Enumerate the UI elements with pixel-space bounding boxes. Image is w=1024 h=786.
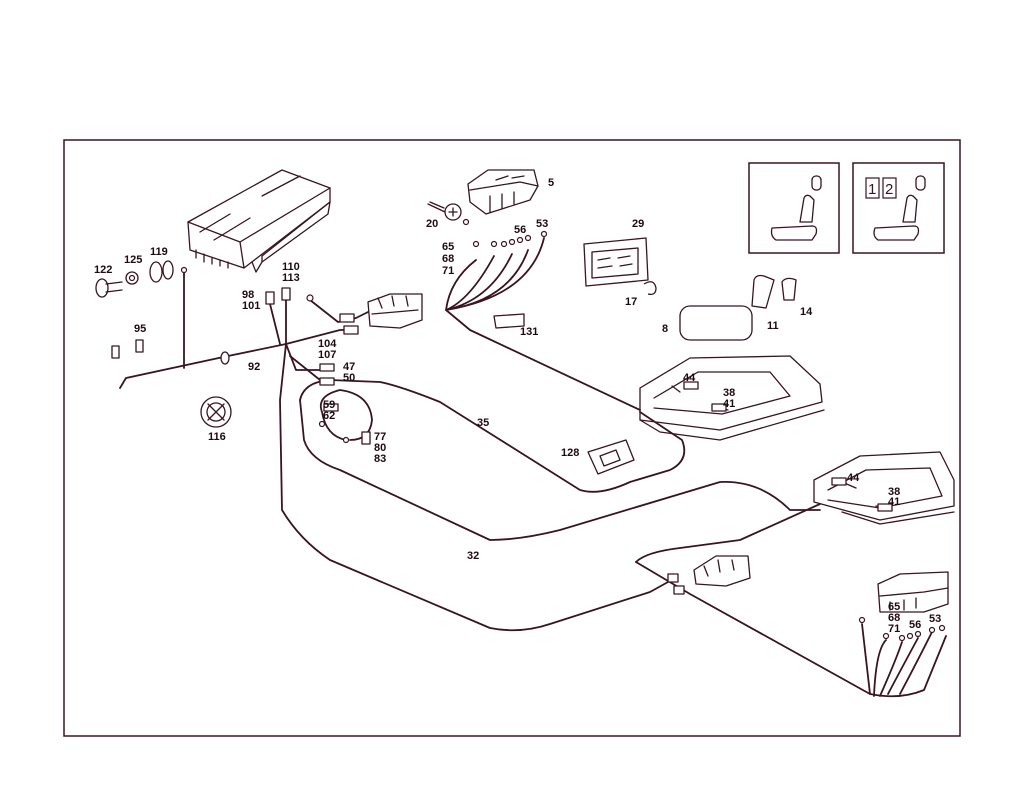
harness-left-2 (227, 343, 287, 357)
label-68-lower: 68 (888, 612, 900, 624)
harness-47 (285, 343, 327, 371)
cushion-8 (679, 305, 753, 341)
label-65-upper: 65 (442, 241, 454, 253)
connector-110 (281, 287, 291, 301)
button-11 (751, 274, 775, 309)
control-unit (187, 169, 331, 273)
wire-upper-long (445, 309, 641, 411)
wire-plug (309, 299, 369, 323)
connector-77 (361, 431, 371, 445)
label-92: 92 (248, 361, 260, 373)
switch-128 (587, 439, 635, 475)
connector-44-upper (683, 381, 699, 390)
switch-module-lower (877, 571, 949, 613)
label-56-upper: 56 (514, 224, 526, 236)
label-77: 77 (374, 431, 386, 443)
harness-left (119, 355, 229, 389)
label-32: 32 (467, 550, 479, 562)
connector-lower-b (673, 585, 685, 595)
label-35: 35 (477, 417, 489, 429)
connector-104a (339, 313, 355, 323)
label-20: 20 (426, 218, 438, 230)
connector-38-lower (877, 503, 893, 512)
clip-131 (493, 313, 525, 329)
label-14: 14 (800, 306, 813, 318)
memory-position-1: 1 (868, 181, 876, 198)
label-104: 104 (318, 338, 337, 350)
label-80: 80 (374, 442, 386, 454)
label-71-lower: 71 (888, 623, 900, 635)
wire-32-main (279, 343, 669, 632)
connector-lower (693, 555, 751, 587)
connector-plug (367, 293, 423, 329)
label-95: 95 (134, 323, 146, 335)
wire-upper-fan (445, 237, 545, 311)
label-119: 119 (150, 246, 168, 258)
switch-5 (467, 169, 539, 215)
grommet-119 (149, 260, 174, 283)
label-113: 113 (282, 272, 300, 284)
harness-50 (289, 355, 321, 381)
label-107: 107 (318, 349, 336, 361)
label-5: 5 (548, 177, 554, 189)
label-101: 101 (242, 300, 260, 312)
wire-35-top (299, 379, 686, 493)
label-53-upper: 53 (536, 218, 548, 230)
wire-35-loop (299, 399, 821, 541)
label-62: 62 (323, 410, 335, 422)
bolt-122 (95, 278, 123, 298)
grommet-92 (220, 351, 230, 365)
label-50: 50 (343, 372, 355, 384)
inset-seat-memory: 1 2 (852, 162, 945, 254)
panel-29 (583, 237, 649, 287)
screw-20 (427, 201, 470, 226)
label-44-lower: 44 (847, 472, 860, 484)
connector-44-lower (831, 477, 847, 486)
connector-95b (135, 339, 144, 353)
label-122: 122 (94, 264, 112, 276)
connector-lower-a (667, 573, 679, 583)
memory-position-2: 2 (885, 181, 893, 198)
label-29: 29 (632, 218, 644, 230)
label-38-lower: 38 (888, 486, 900, 498)
connector-47 (319, 363, 335, 372)
label-128: 128 (561, 447, 579, 459)
connector-59 (323, 403, 339, 412)
label-38-upper: 38 (723, 387, 735, 399)
label-8: 8 (662, 323, 668, 335)
seat-base-lower (813, 451, 955, 525)
label-41-lower: 41 (888, 496, 900, 508)
connector-104b (343, 325, 359, 335)
label-56-lower: 56 (909, 619, 921, 631)
label-47: 47 (343, 361, 355, 373)
inset-seat-single (748, 162, 840, 254)
label-83: 83 (374, 453, 386, 465)
connector-98 (265, 291, 275, 305)
label-59: 59 (323, 399, 335, 411)
wire-lower-fan (861, 623, 933, 697)
label-65-lower: 65 (888, 601, 900, 613)
harness-101 (269, 303, 281, 345)
label-44-upper: 44 (683, 372, 696, 384)
label-98: 98 (242, 289, 254, 301)
connector-50 (319, 377, 335, 386)
label-71-upper: 71 (442, 265, 454, 277)
label-17: 17 (625, 296, 637, 308)
label-116: 116 (208, 431, 226, 443)
wire-lower-link (635, 503, 821, 563)
button-14 (781, 277, 797, 301)
connector-95a (111, 345, 120, 359)
diagram-frame (63, 139, 961, 737)
label-11: 11 (767, 320, 779, 332)
clip-17 (643, 281, 657, 296)
label-110: 110 (282, 261, 300, 273)
label-125: 125 (124, 254, 142, 266)
round-connector-116 (200, 396, 232, 428)
label-68-upper: 68 (442, 253, 454, 265)
connector-38-upper (711, 403, 727, 412)
label-41-upper: 41 (723, 398, 735, 410)
label-53-lower: 53 (929, 613, 941, 625)
label-131: 131 (520, 326, 538, 338)
